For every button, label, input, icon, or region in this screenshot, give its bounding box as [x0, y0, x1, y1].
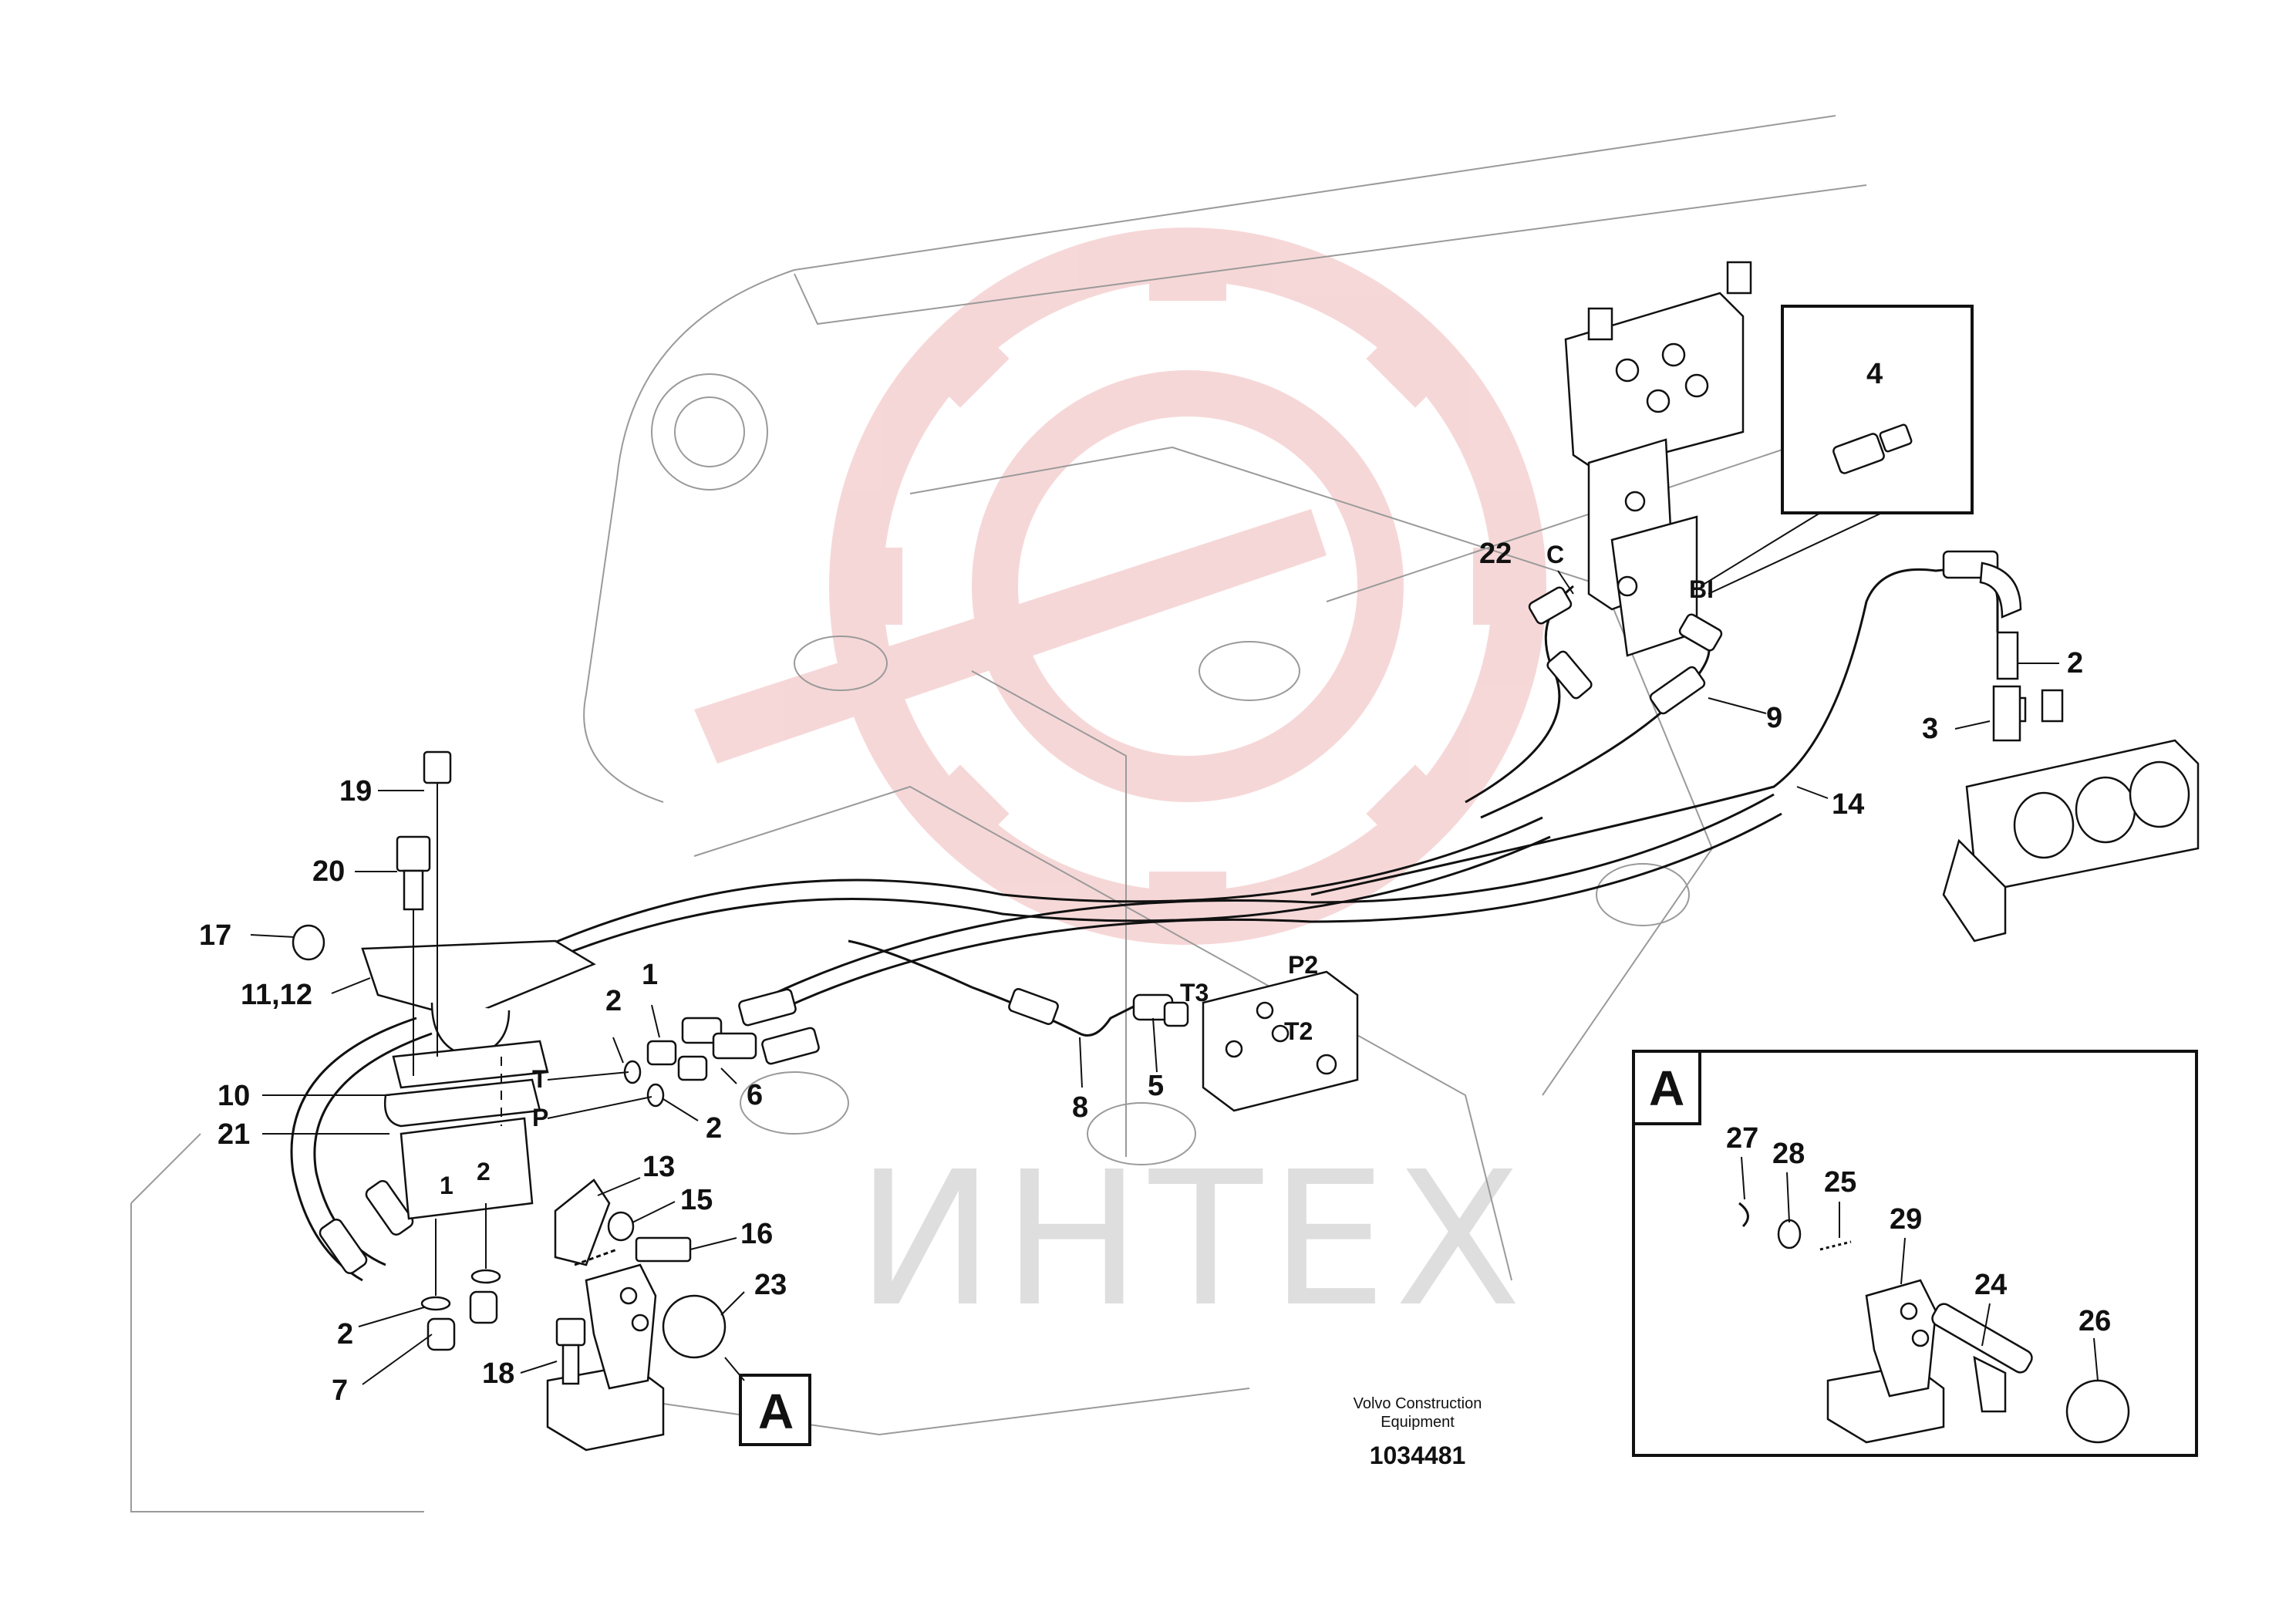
washer-15 — [607, 1211, 635, 1242]
callout-9: 9 — [1766, 702, 1782, 734]
callout-11-12: 11,12 — [241, 979, 312, 1011]
manufacturer-line-1: Volvo Construction — [1354, 1395, 1482, 1412]
callout-leaders — [250, 570, 2099, 1385]
hose-22 — [1465, 585, 1593, 804]
fittings-1-6 — [623, 988, 820, 1108]
callout-29: 29 — [1890, 1203, 1922, 1236]
port-labels: C BI T3 P2 T2 T P 1 2 — [440, 541, 1714, 1199]
callout-15: 15 — [680, 1184, 713, 1216]
callout-3: 3 — [1922, 713, 1938, 745]
screw-18 — [555, 1317, 586, 1385]
callout-22: 22 — [1479, 538, 1512, 570]
port-label-p: P — [532, 1104, 548, 1131]
watermark-text: ИНТЕХ — [856, 1131, 1529, 1347]
port-label-t2: T2 — [1284, 1017, 1313, 1045]
callout-17: 17 — [199, 919, 231, 952]
callout-16: 16 — [740, 1218, 773, 1250]
callout-7: 7 — [332, 1374, 348, 1407]
nut-17 — [292, 924, 325, 961]
callout-26: 26 — [2079, 1305, 2111, 1337]
hose-8 — [971, 986, 1135, 1037]
screw-19 — [423, 750, 452, 1057]
callout-2-bottom: 2 — [337, 1318, 353, 1351]
pedal-port-label-1: 1 — [440, 1172, 453, 1199]
callout-24: 24 — [1974, 1269, 2007, 1301]
callout-20: 20 — [312, 855, 345, 888]
callout-labels: 19 20 17 11,12 10 21 1 2 6 2 13 15 16 23… — [199, 358, 2111, 1407]
callout-27: 27 — [1726, 1122, 1758, 1155]
port-label-c: C — [1546, 541, 1564, 568]
hose-14 — [1310, 550, 2022, 896]
callout-14: 14 — [1832, 788, 1864, 821]
callout-13: 13 — [642, 1151, 675, 1183]
port-label-bi: BI — [1689, 575, 1714, 603]
detail-view-a — [1632, 1050, 2198, 1457]
callout-25: 25 — [1824, 1166, 1856, 1199]
manufacturer-line-2: Equipment — [1381, 1414, 1455, 1431]
solenoid-valve-bank — [1942, 689, 2200, 943]
callout-28: 28 — [1772, 1138, 1805, 1170]
bracket-13 — [554, 1179, 611, 1266]
pedal-port-label-2: 2 — [477, 1158, 491, 1185]
adapter-fitting-3 — [1992, 631, 2021, 742]
screw-20 — [396, 835, 431, 1076]
manifold-block — [1202, 970, 1359, 1112]
port-label-t3: T3 — [1180, 979, 1209, 1007]
inset-box-item-4 — [1700, 305, 1974, 595]
callout-10: 10 — [217, 1080, 250, 1112]
callout-1-top: 1 — [642, 959, 658, 991]
callout-2-mid: 2 — [706, 1112, 722, 1145]
callout-6: 6 — [747, 1079, 763, 1111]
port-label-p2: P2 — [1288, 951, 1318, 979]
fittings-7 — [420, 1203, 501, 1351]
callout-23: 23 — [754, 1269, 787, 1301]
main-pilot-hoses — [539, 793, 1782, 1012]
foot-pedal-assembly — [361, 939, 596, 1220]
watermark-logo — [694, 228, 1546, 945]
callout-18: 18 — [482, 1357, 514, 1390]
control-valve-block — [1564, 261, 1752, 657]
detail-ref-label: A — [758, 1384, 794, 1439]
detail-ref-box — [724, 1357, 811, 1446]
latch-bracket-23 — [546, 1248, 727, 1452]
port-label-t: T — [532, 1065, 548, 1093]
callout-4: 4 — [1866, 358, 1883, 390]
hose-9 — [1480, 613, 1723, 819]
callout-8: 8 — [1072, 1091, 1088, 1124]
callout-2-left: 2 — [605, 985, 622, 1017]
callout-2-right: 2 — [2067, 647, 2083, 679]
callout-5: 5 — [1148, 1070, 1164, 1102]
machine-frame — [130, 115, 1867, 1512]
pedal-hoses — [290, 1017, 433, 1282]
callout-21: 21 — [217, 1118, 250, 1151]
bolt-16 — [635, 1236, 692, 1263]
detail-view-label: A — [1649, 1061, 1684, 1116]
callout-19: 19 — [339, 775, 372, 808]
document-number: 1034481 — [1370, 1442, 1466, 1469]
